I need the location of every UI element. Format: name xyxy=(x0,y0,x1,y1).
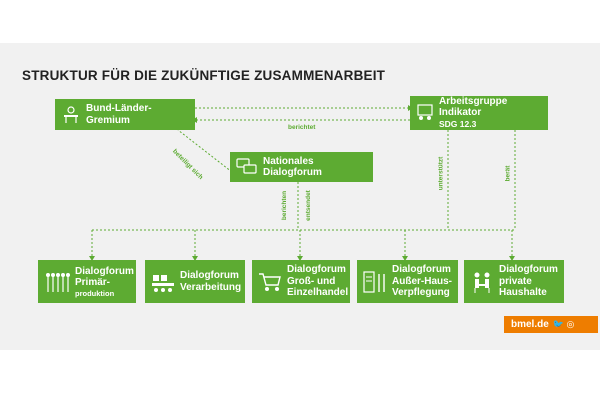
forum-primaerproduktion: Dialogforum Primär- produktion xyxy=(38,260,136,303)
footer-brand-bar[interactable]: bmel.de 🐦 ◎ xyxy=(504,316,598,333)
forum-ausser-haus-verpflegung: Dialogforum Außer-Haus- Verpflegung xyxy=(357,260,458,303)
node-national-label: Nationales Dialogforum xyxy=(263,155,322,179)
edge-national-bund xyxy=(177,129,233,173)
node-nationales-dialogforum: Nationales Dialogforum xyxy=(230,152,373,182)
node-bund-label: Bund-Länder-Gremium xyxy=(86,103,152,126)
shopping-cart-icon xyxy=(259,272,281,291)
edge-label-berichten: berichten xyxy=(281,190,289,221)
diagram-title: STRUKTUR FÜR DIE ZUKÜNFTIGE ZUSAMMENARBE… xyxy=(22,68,386,83)
forum-3-line1: Dialogforum xyxy=(287,264,346,276)
wheat-icon xyxy=(46,272,70,292)
forum-verarbeitung: Dialogforum Verarbeitung xyxy=(145,260,245,303)
forum-5-line1: Dialogforum xyxy=(499,264,558,276)
forum-1-line1: Dialogforum xyxy=(75,265,134,277)
conveyor-icon xyxy=(152,274,174,292)
footer-brand-link[interactable]: bmel.de xyxy=(511,319,549,330)
forum-4-line3: Verpflegung xyxy=(392,287,450,299)
forum-gross-einzelhandel: Dialogforum Groß- und Einzelhandel xyxy=(252,260,350,303)
edge-label-entsendet: entsendet xyxy=(304,190,312,221)
edge-label-berichtet: berichtet xyxy=(288,124,316,131)
forum-3-line2: Groß- und xyxy=(287,275,336,287)
social-icons[interactable]: 🐦 ◎ xyxy=(552,319,575,329)
edge-label-unterstuetzt: unterstützt xyxy=(437,156,445,191)
edge-label-beraet: berät xyxy=(504,165,512,182)
forum-2-line1: Dialogforum xyxy=(180,270,239,281)
forum-private-haushalte: Dialogforum private Haushalte xyxy=(464,260,564,303)
node-arbeitsgruppe-indikator: Arbeitsgruppe Indikator SDG 12.3 xyxy=(410,96,548,130)
team-icon xyxy=(417,104,433,120)
forum-2-line2: Verarbeitung xyxy=(180,281,242,293)
node-bund-laender-gremium: Bund-Länder-Gremium xyxy=(55,99,195,130)
speech-bubbles-icon xyxy=(236,158,257,174)
forum-3-line3: Einzelhandel xyxy=(287,287,349,299)
forum-4-line1: Dialogforum xyxy=(392,264,451,276)
node-ag-line2: SDG 12.3 xyxy=(439,118,477,129)
forum-1-line3: produktion xyxy=(75,288,115,298)
household-icon xyxy=(474,272,490,293)
meeting-table-icon xyxy=(64,105,78,123)
forum-5-line3: Haushalte xyxy=(499,287,547,299)
forum-5-line2: private xyxy=(499,275,532,287)
forum-1-line2: Primär- xyxy=(75,277,111,288)
forum-4-line2: Außer-Haus- xyxy=(392,275,453,287)
restaurant-icon xyxy=(363,270,385,293)
node-ag-line1: Arbeitsgruppe Indikator xyxy=(439,95,508,119)
